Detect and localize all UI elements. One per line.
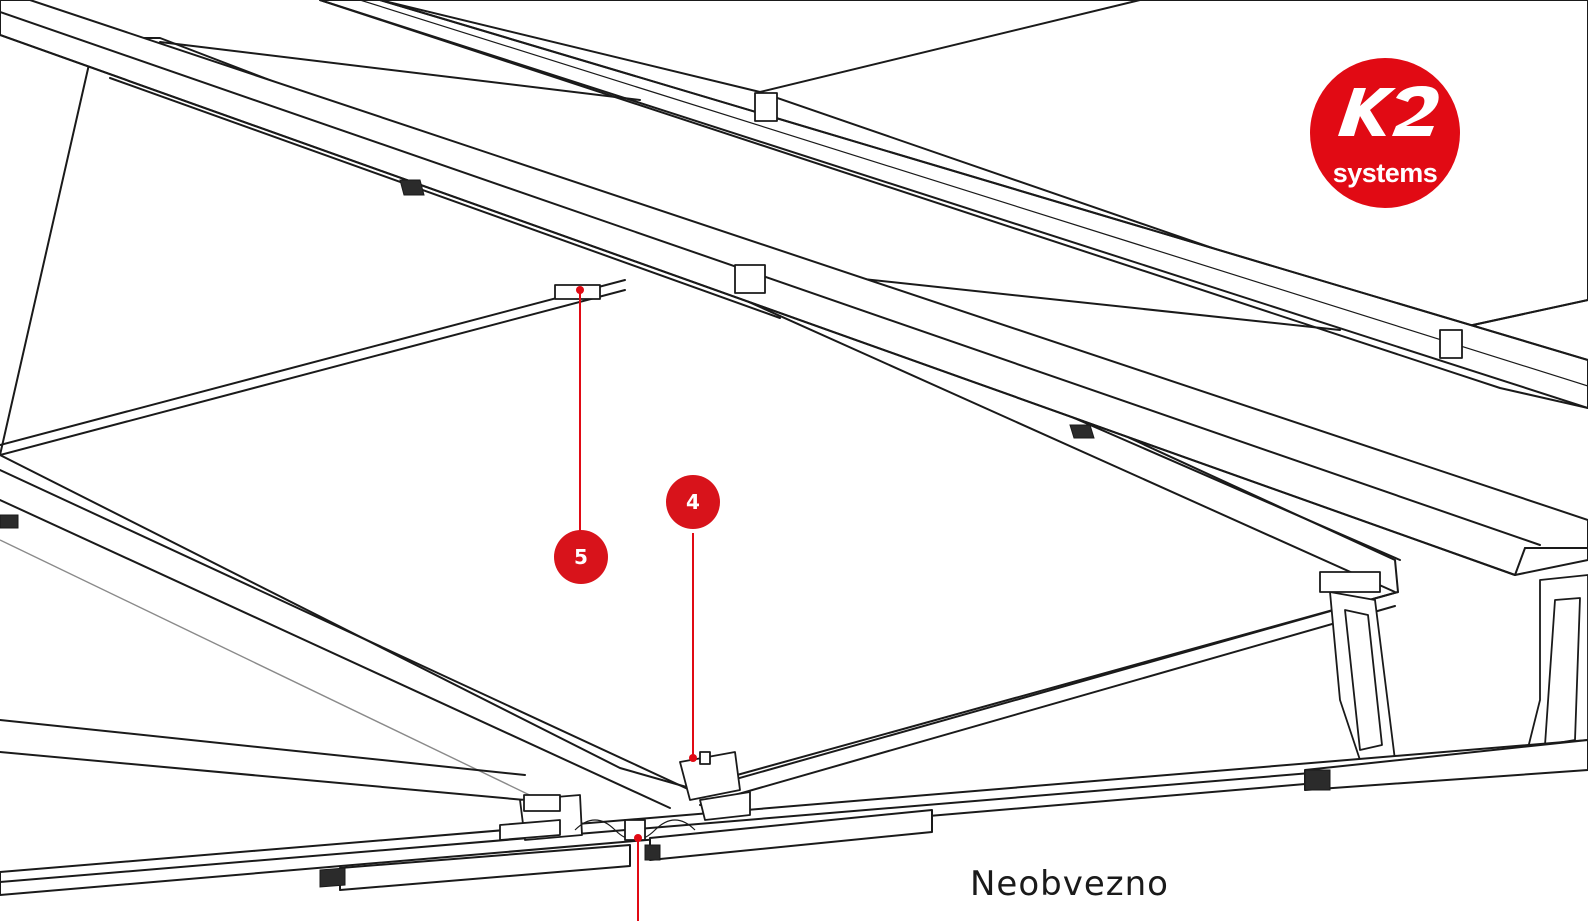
panel-frame-right — [0, 0, 1588, 576]
k2-systems-logo: systems — [1310, 58, 1460, 208]
callout-leaders — [576, 286, 697, 921]
support-bracket-right — [1329, 574, 1588, 776]
solar-panel-upper-right — [379, 0, 1588, 331]
callout-5: 5 — [554, 530, 608, 584]
optional-note: Neobvezno — [970, 864, 1169, 904]
callout-4-label: 4 — [686, 490, 700, 514]
base-rail — [0, 739, 1588, 896]
panel-frame-upper — [319, 0, 1588, 409]
panel-frame-left — [0, 469, 691, 809]
callout-5-label: 5 — [574, 545, 588, 569]
panel-lower-edge — [689, 591, 1399, 806]
logo-word: systems — [1332, 158, 1438, 188]
solar-panel-middle — [0, 37, 1401, 789]
clamp-details — [0, 92, 1463, 888]
mid-clamp-assembly — [499, 751, 751, 841]
k2-mark-icon — [1338, 86, 1439, 136]
callout-4: 4 — [666, 475, 720, 529]
